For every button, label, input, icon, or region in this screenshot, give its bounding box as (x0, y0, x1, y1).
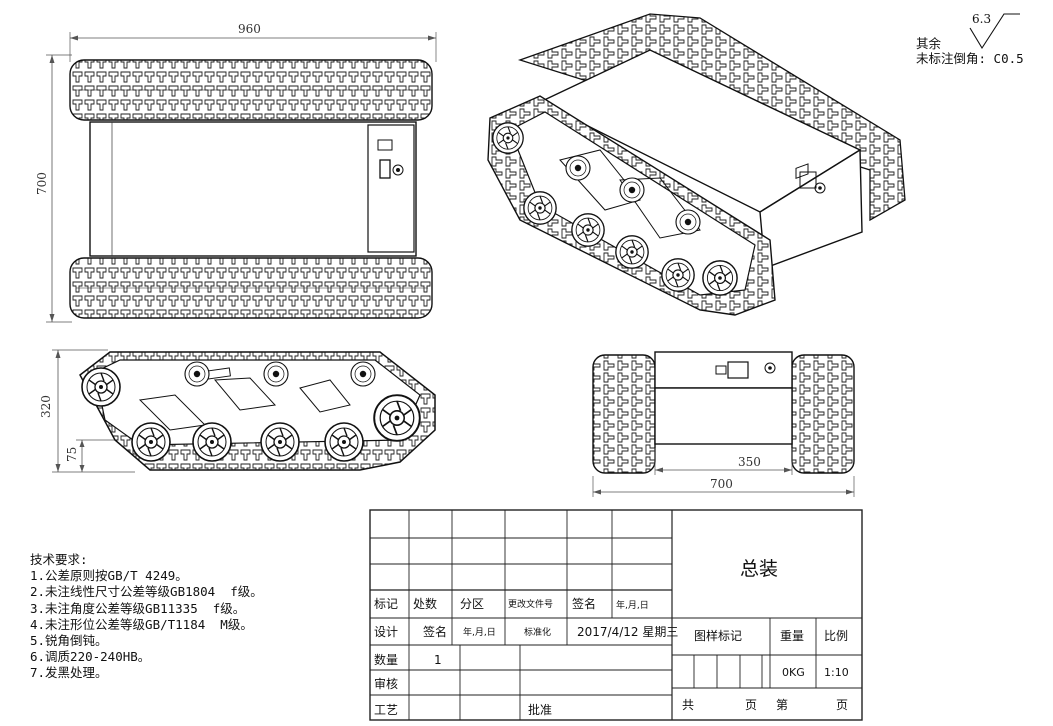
isometric-view (487, 13, 906, 316)
tb-count: 处数 (413, 596, 437, 611)
tb-weight-value: 0KG (782, 666, 805, 679)
tb-standardize: 标准化 (524, 626, 551, 638)
dim-top-height: 700 (35, 172, 49, 195)
tb-quantity-label: 数量 (374, 652, 398, 667)
tech-item: 4.未注形位公差等级GB/T1184 M级。 (30, 616, 253, 632)
tb-date: 年,月,日 (616, 599, 649, 611)
tech-item: 7.发黑处理。 (30, 665, 108, 681)
tb-sign2: 签名 (423, 624, 447, 639)
tb-total: 共 (682, 698, 694, 712)
tb-process: 工艺 (374, 703, 398, 717)
tb-design: 设计 (374, 625, 398, 639)
tb-page: 页 (745, 698, 757, 712)
dim-front-total: 700 (710, 477, 733, 491)
dim-top-width: 960 (238, 22, 261, 36)
tech-title: 技术要求: (30, 552, 88, 567)
tb-sign: 签名 (572, 596, 596, 611)
dim-side-clearance: 75 (65, 447, 79, 462)
technical-requirements: 技术要求: 1.公差原则按GB/T 4249。 2.未注线性尺寸公差等级GB18… (30, 552, 263, 682)
roughness-symbol (969, 13, 1020, 50)
tech-item: 3.未注角度公差等级GB11335 f级。 (30, 600, 246, 616)
surface-note: 其余 未标注倒角: C0.5 (916, 36, 1024, 66)
tech-item: 2.未注线性尺寸公差等级GB1804 f级。 (30, 584, 263, 600)
title-block-text: 标记 处数 分区 更改文件号 签名 年,月,日 设计 签名 年,月,日 标准化 … (374, 558, 849, 717)
dim-front-inner: 350 (738, 455, 761, 469)
tb-date2: 年,月,日 (463, 626, 496, 638)
title-block (369, 509, 863, 721)
tech-item: 5.锐角倒钝。 (30, 633, 108, 649)
roughness-value: 6.3 (972, 12, 992, 26)
tb-weight-label: 重量 (780, 629, 804, 643)
tb-review: 审核 (374, 676, 398, 691)
tb-mark: 标记 (374, 597, 398, 611)
side-view: 320 75 (39, 349, 436, 473)
tb-drawing-title: 总装 (740, 558, 778, 580)
tb-page2: 页 (836, 698, 848, 712)
tb-zone: 分区 (460, 597, 484, 611)
surface-note-line1: 其余 (916, 36, 942, 51)
surface-note-line2: 未标注倒角: C0.5 (916, 51, 1024, 66)
tb-change-doc: 更改文件号 (508, 598, 553, 610)
tb-sheet-no: 第 (776, 698, 788, 712)
front-view: 350 700 (592, 351, 855, 497)
tb-approve: 批准 (528, 702, 552, 717)
tb-stage-mark: 图样标记 (694, 628, 742, 643)
tech-item: 1.公差原则按GB/T 4249。 (30, 568, 188, 584)
tech-item: 6.调质220-240HB。 (30, 649, 151, 665)
tb-quantity-value: 1 (434, 653, 442, 667)
tb-sign-date-value: 2017/4/12 星期三 (577, 625, 678, 639)
tb-scale-label: 比例 (824, 629, 848, 643)
tb-scale-value: 1:10 (824, 666, 849, 679)
top-view: 960 700 (35, 22, 437, 323)
dim-side-height: 320 (39, 395, 53, 418)
